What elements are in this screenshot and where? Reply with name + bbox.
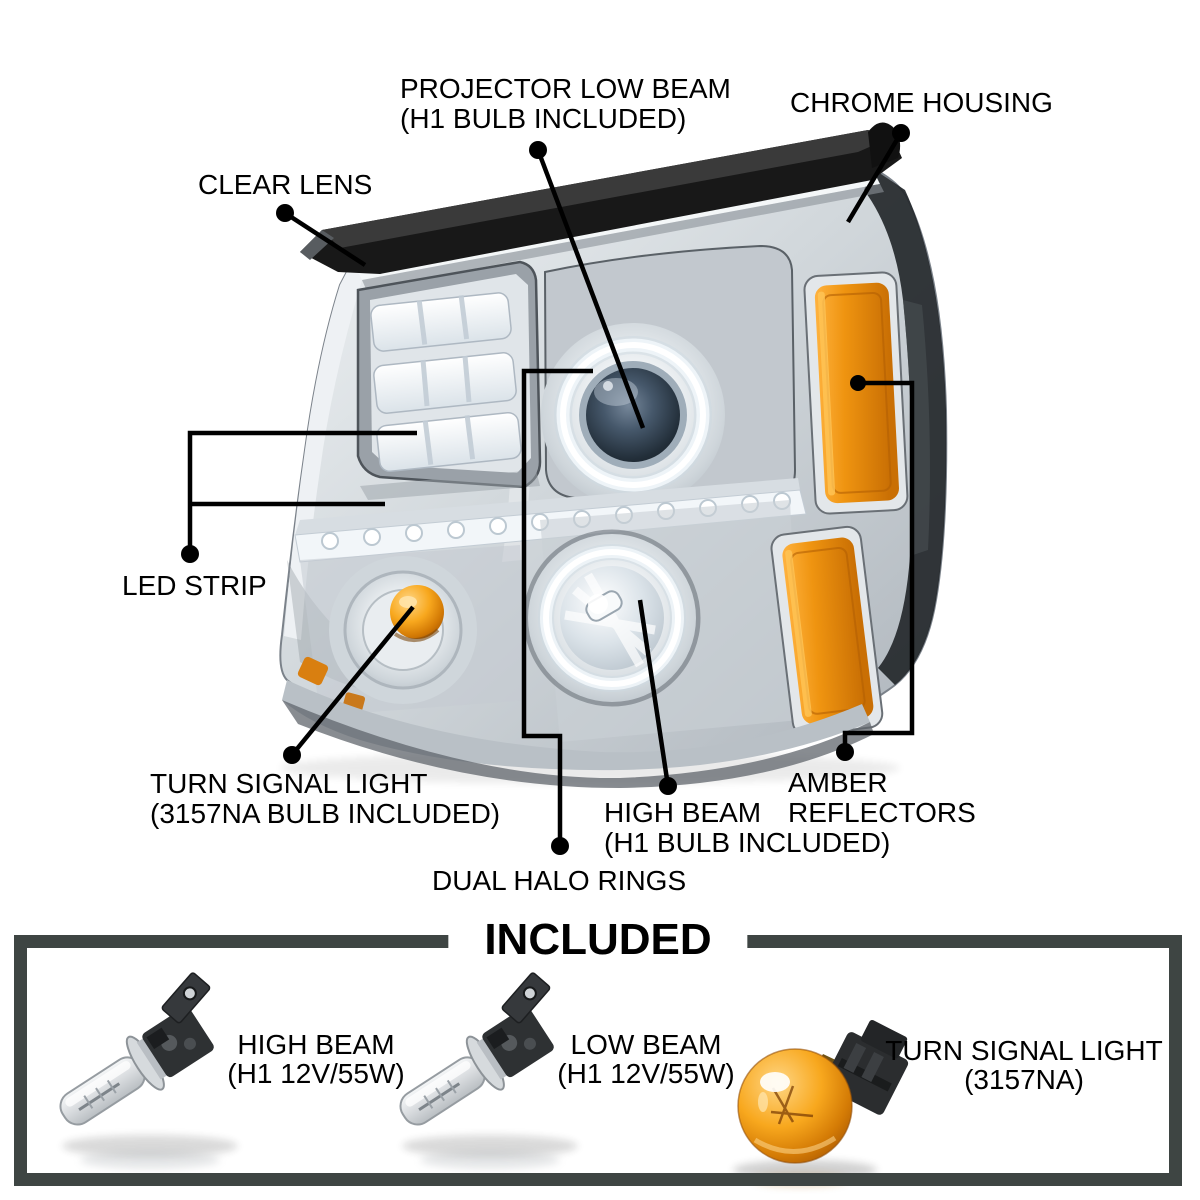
callout-amber-reflectors: AMBER REFLECTORS [788, 768, 976, 828]
callout-clear-lens-label: CLEAR LENS [198, 169, 373, 200]
callout-high-beam-line2: (H1 BULB INCLUDED) [604, 827, 891, 858]
callout-turn-signal-light-line1: TURN SIGNAL LIGHT [150, 768, 428, 799]
callout-line-amber-reflectors [842, 380, 915, 752]
callout-line-chrome-housing [846, 131, 903, 224]
included-item-turn-signal-line2: (3157NA) [964, 1064, 1084, 1095]
callout-amber-reflectors-line1: AMBER [788, 767, 888, 798]
callout-dual-halo-rings: DUAL HALO RINGS [432, 866, 686, 896]
callout-amber-reflectors-line2: REFLECTORS [788, 797, 976, 828]
h1-bulb-low-beam [374, 966, 585, 1169]
callout-line-turn-signal [290, 605, 415, 757]
included-item-low-beam-line1: LOW BEAM [570, 1029, 722, 1060]
headlight-photo [279, 122, 948, 788]
callout-line-projector-low-beam [535, 149, 646, 429]
callout-chrome-housing-label: CHROME HOUSING [790, 87, 1053, 118]
included-title: INCLUDED [448, 916, 748, 964]
callout-led-strip: LED STRIP [122, 571, 267, 601]
callout-dots [181, 124, 910, 855]
callout-turn-signal-light: TURN SIGNAL LIGHT (3157NA BULB INCLUDED) [150, 769, 500, 829]
callout-clear-lens: CLEAR LENS [198, 170, 372, 200]
included-item-low-beam-line2: (H1 12V/55W) [557, 1058, 735, 1089]
callout-led-strip-label: LED STRIP [122, 570, 267, 601]
included-item-high-beam-line1: HIGH BEAM [237, 1029, 395, 1060]
callout-high-beam-line1: HIGH BEAM [604, 797, 762, 828]
included-item-high-beam-line2: (H1 12V/55W) [227, 1058, 405, 1089]
callout-dual-halo-rings-label: DUAL HALO RINGS [432, 865, 687, 896]
callout-chrome-housing: CHROME HOUSING [790, 88, 1053, 118]
callout-projector-low-beam-line2: (H1 BULB INCLUDED) [400, 103, 687, 134]
callout-line-dual-halo [521, 368, 593, 846]
callout-lines [187, 131, 915, 846]
included-item-turn-signal-line1: TURN SIGNAL LIGHT [885, 1035, 1163, 1066]
callout-line-led-strip [187, 430, 417, 554]
included-item-turn-signal: TURN SIGNAL LIGHT (3157NA) [885, 1036, 1162, 1094]
included-item-low-beam: LOW BEAM (H1 12V/55W) [557, 1030, 734, 1088]
included-item-high-beam: HIGH BEAM (H1 12V/55W) [227, 1030, 404, 1088]
callout-projector-low-beam: PROJECTOR LOW BEAM (H1 BULB INCLUDED) [400, 74, 731, 134]
callout-line-clear-lens [283, 211, 367, 267]
callout-line-high-beam [637, 599, 671, 787]
callout-high-beam: HIGH BEAM (H1 BULB INCLUDED) [604, 798, 890, 858]
callout-turn-signal-light-line2: (3157NA BULB INCLUDED) [150, 798, 501, 829]
callout-projector-low-beam-line1: PROJECTOR LOW BEAM [400, 73, 731, 104]
h1-bulb-high-beam [34, 966, 245, 1169]
